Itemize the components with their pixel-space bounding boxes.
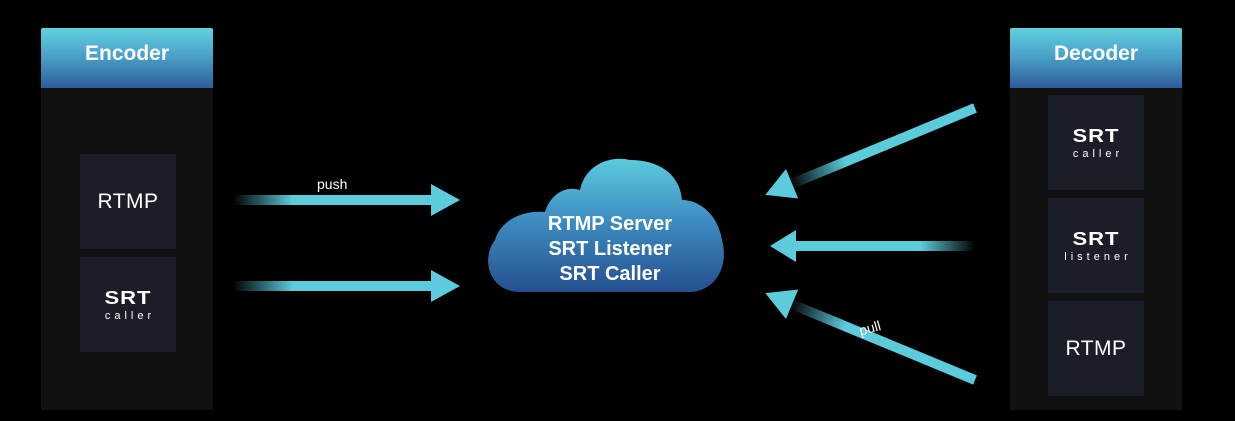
push-arrow-1 [233, 184, 460, 216]
encoder-tile-rtmp: RTMP [80, 154, 176, 249]
cloud-text: RTMP Server SRT Listener SRT Caller [510, 212, 710, 287]
rtmp-label: RTMP [1065, 336, 1127, 360]
rtmp-label: RTMP [97, 189, 159, 213]
decoder-title: Decoder [1010, 28, 1182, 88]
decoder-tile-rtmp: RTMP [1048, 301, 1144, 396]
pull-arrow-3 [765, 289, 977, 385]
pull-arrow-2 [770, 230, 975, 262]
cloud-line-srt-caller: SRT Caller [559, 263, 661, 285]
srt-mode-label: listener [1064, 250, 1132, 263]
encoder-panel: Encoder RTMP SRT caller [41, 28, 213, 410]
encoder-title: Encoder [41, 28, 213, 88]
decoder-panel: Decoder SRT caller SRT listener RTMP [1010, 28, 1182, 410]
decoder-tile-srt-listener: SRT listener [1048, 198, 1144, 293]
push-label: push [317, 176, 348, 192]
srt-mode-label: caller [104, 309, 156, 322]
cloud-line-rtmp-server: RTMP Server [547, 213, 673, 235]
srt-logo: SRT [104, 286, 152, 308]
decoder-tile-srt-caller: SRT caller [1048, 95, 1144, 190]
srt-logo: SRT [1072, 227, 1120, 249]
push-arrow-2 [233, 270, 460, 302]
cloud-shape [488, 158, 724, 292]
encoder-tile-srt-caller: SRT caller [80, 257, 176, 352]
srt-mode-label: caller [1072, 147, 1124, 160]
pull-arrow-1 [765, 103, 977, 199]
cloud-line-srt-listener: SRT Listener [548, 238, 672, 260]
srt-logo: SRT [1072, 124, 1120, 146]
